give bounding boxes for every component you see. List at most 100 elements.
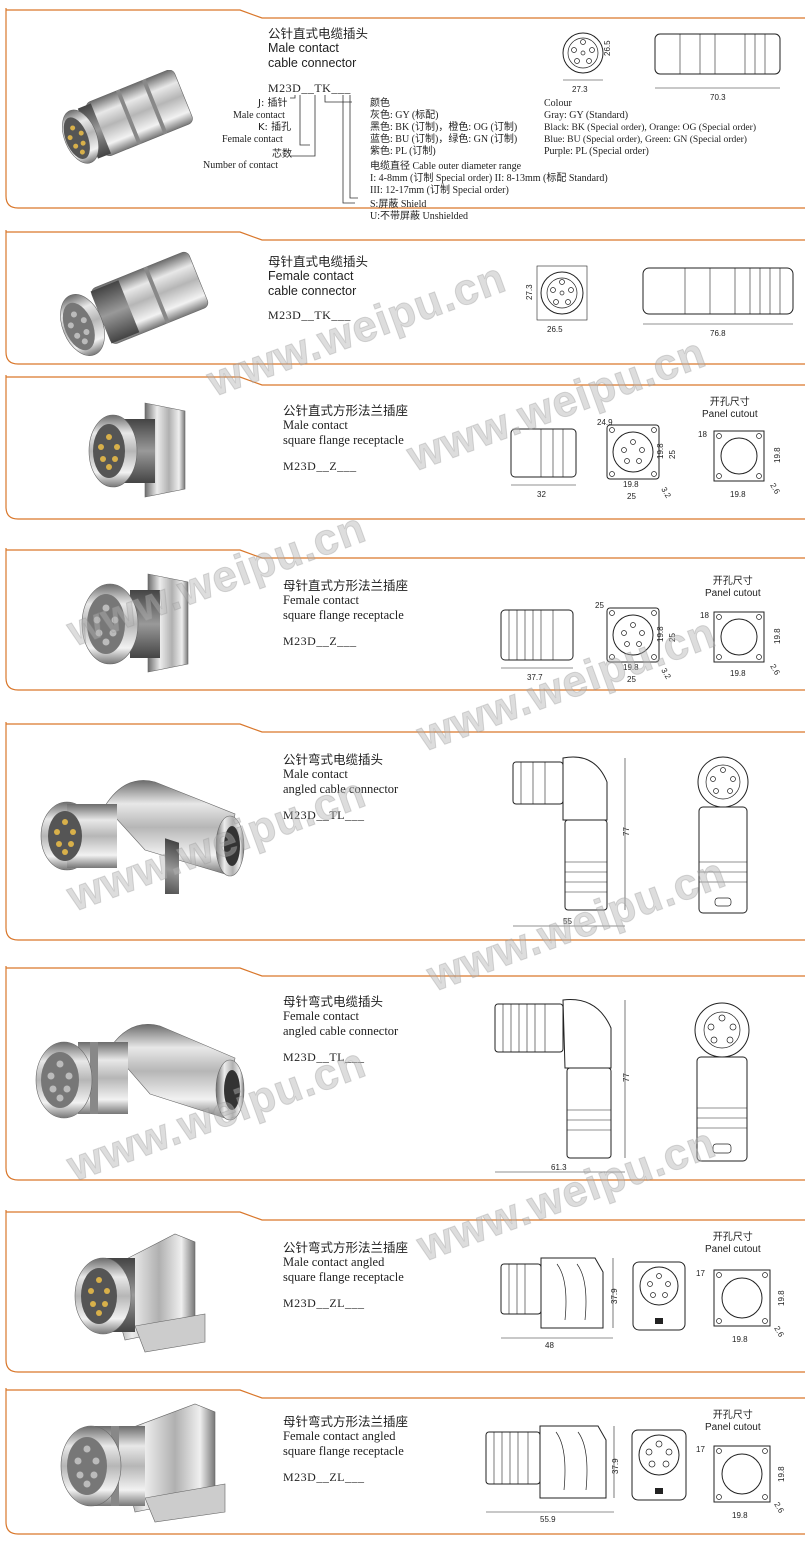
title-cn: 母针直式电缆插头 [268, 254, 369, 269]
title: 公针直式方形法兰插座 Male contact square flange re… [283, 403, 408, 448]
dim-w1: 19.8 [623, 663, 639, 672]
dim-w1: 19.8 [623, 480, 639, 489]
legend-j-cn: J: 插针 [258, 98, 288, 109]
section-female-straight-flange: 母针直式方形法兰插座 Female contact square flange … [0, 548, 805, 708]
cutout-w: 19.8 [732, 1335, 748, 1344]
title-en-line2: cable connector [268, 56, 357, 70]
model-code: M23D__TK___ [268, 81, 351, 95]
dim-w: 55 [563, 917, 572, 926]
section-male-angled-cable: 公针弯式电缆插头 Male contact angled cable conne… [0, 722, 805, 947]
colour-cn: 颜色 [370, 98, 390, 109]
colour-en: Colour [544, 98, 572, 109]
model-code: M23D__TL___ [283, 1050, 365, 1064]
dim-w: 55.9 [540, 1515, 556, 1524]
panel-cutout-cn: 开孔尺寸 [712, 576, 753, 587]
panel-cutout-en: Panel cutout [705, 588, 761, 599]
title: 母针弯式电缆插头 Female contact angled cable con… [283, 994, 398, 1039]
title: 母针直式方形法兰插座 Female contact square flange … [283, 578, 408, 623]
dim-h: 77 [622, 827, 631, 836]
dim-w: 48 [545, 1341, 554, 1350]
dim-c: 70.3 [710, 93, 726, 102]
dim-a: 27.3 [525, 284, 534, 300]
product-photo [81, 573, 189, 673]
dim-s1: 19.8 [656, 626, 665, 642]
colour-bk: 黑色: BK (订制)，橙色: OG (订制) [370, 122, 518, 133]
dim-w2: 25 [627, 492, 636, 501]
panel-cutout-drawing: 18 19.8 19.8 2.6 [698, 430, 782, 499]
legend-n-en: Number of contact [203, 160, 278, 171]
panel-cutout-label: 开孔尺寸 Panel cutout [705, 1232, 761, 1256]
colour-purple: Purple: PL (Special order) [544, 146, 649, 157]
dim-len: 37.7 [527, 673, 543, 682]
title-en-line1: Female contact [283, 593, 360, 607]
panel-cutout-drawing: 18 19.8 19.8 2.6 [700, 611, 782, 678]
cutout-dia: 17 [696, 1269, 705, 1278]
drawing: 32 24.9 19.8 25 19.8 25 3.2 [510, 418, 677, 501]
dim-c: 76.8 [710, 329, 726, 338]
dim-w2: 25 [627, 675, 636, 684]
section-frame [5, 1388, 805, 1535]
dim-b: 26.5 [547, 325, 563, 334]
title-en-line2: square flange receptacle [283, 433, 404, 447]
dim-s1: 19.8 [656, 443, 665, 459]
dim-dia: 25 [595, 601, 604, 610]
title-en-line1: Female contact [283, 1009, 360, 1023]
title-en-line1: Male contact angled [283, 1255, 385, 1269]
dim-hole: 3.2 [659, 667, 673, 682]
panel-cutout-cn: 开孔尺寸 [709, 397, 750, 408]
product-photo [60, 251, 209, 356]
title-cn: 公针直式方形法兰插座 [283, 403, 409, 418]
title-en-line2: angled cable connector [283, 1024, 399, 1038]
cutout-dia: 18 [698, 430, 707, 439]
title-cn: 公针弯式方形法兰插座 [283, 1240, 409, 1255]
drawing: 77 61.3 [494, 999, 750, 1173]
product-photo [74, 1233, 206, 1353]
title-en-line1: Male contact [268, 41, 339, 55]
model-code: M23D__ZL___ [283, 1296, 365, 1310]
dim-h: 37.9 [611, 1458, 620, 1474]
title-en-line1: Male contact [283, 767, 348, 781]
section-frame [5, 8, 805, 209]
dim-len: 32 [537, 490, 546, 499]
legend-n-cn: 芯数 [272, 149, 292, 160]
code-leader-lines [290, 95, 358, 204]
section-female-angled-flange: 母针弯式方形法兰插座 Female contact angled square … [0, 1388, 805, 1544]
title-cn: 母针弯式方形法兰插座 [283, 1414, 409, 1429]
panel-cutout-label: 开孔尺寸 Panel cutout [702, 397, 758, 421]
title: 母针直式电缆插头 Female contact cable connector [268, 254, 368, 299]
cutout-hole: 2.6 [768, 482, 782, 497]
colour-black: Black: BK (Special order), Orange: OG (S… [544, 122, 757, 133]
title-cn: 母针弯式电缆插头 [283, 994, 384, 1009]
section-frame [5, 966, 805, 1181]
title-en-line2: square flange receptacle [283, 1270, 404, 1284]
title: 公针弯式电缆插头 Male contact angled cable conne… [283, 752, 398, 797]
title-en-line1: Male contact [283, 418, 348, 432]
title-en-line1: Female contact [268, 269, 354, 283]
model-code: M23D__Z___ [283, 459, 357, 473]
dim-a: 27.3 [572, 85, 588, 94]
title-en-line2: square flange receptacle [283, 608, 404, 622]
cutout-w: 19.8 [730, 669, 746, 678]
dim-h: 77 [622, 1073, 631, 1082]
model-code: M23D__TL___ [283, 808, 365, 822]
cutout-dia: 18 [700, 611, 709, 620]
title-en-line1: Female contact angled [283, 1429, 396, 1443]
section-frame [5, 722, 805, 941]
title: 母针弯式方形法兰插座 Female contact angled square … [283, 1414, 408, 1459]
dim-dia: 24.9 [597, 418, 613, 427]
cutout-hole: 2.6 [768, 663, 782, 678]
cutout-h: 19.8 [777, 1290, 786, 1306]
panel-cutout-label: 开孔尺寸 Panel cutout [705, 576, 761, 600]
dim-hole: 3.2 [659, 486, 673, 501]
drawing: 27.3 26.5 70.3 [562, 32, 781, 102]
title-cn: 公针直式电缆插头 [268, 26, 369, 41]
product-photo [40, 780, 245, 894]
cutout-hole: 2.6 [772, 1501, 786, 1516]
panel-cutout-drawing: 17 19.8 19.8 2.6 [696, 1269, 786, 1344]
dim-s2: 25 [668, 450, 677, 459]
drawing: 27.3 26.5 76.8 [525, 265, 794, 338]
legend-j-en: Male contact [233, 110, 285, 121]
section-male-straight-flange: 公针直式方形法兰插座 Male contact square flange re… [0, 375, 805, 530]
product-photo [60, 1403, 226, 1523]
dia-range-2: III: 12-17mm (订制 Special order) [370, 185, 509, 196]
